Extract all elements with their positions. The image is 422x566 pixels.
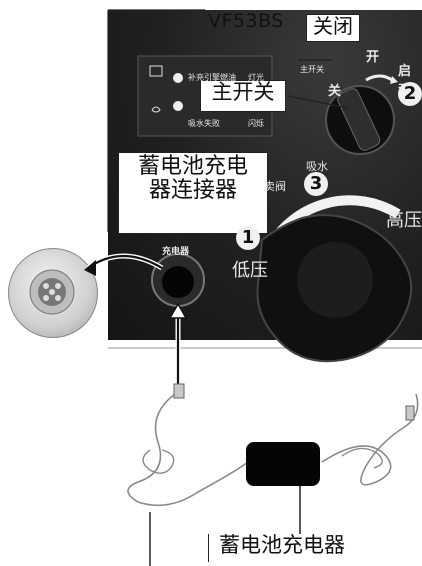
high-pressure-label: 高压 (386, 210, 422, 231)
indicator-light-1 (173, 73, 183, 83)
arrow-icon (365, 74, 393, 82)
cable-plug-right (405, 405, 415, 421)
model-label: VF53BS (208, 10, 284, 32)
charger-port-label: 充电器 (162, 247, 190, 257)
callout-main-switch: 主开关 (200, 80, 286, 112)
cable-plug-left (173, 383, 185, 399)
callout-charger-connector-line2: 器连接器 (148, 178, 237, 204)
callout-charger-connector-line1: 蓄电池充电 (137, 154, 248, 179)
indicator-row1-right-label: 灯光 (248, 73, 264, 82)
suction-label: 吸水 (306, 160, 328, 173)
charger-cable-right (321, 393, 419, 486)
callout-charger-connector: 蓄电池充电 器连接器 (118, 152, 268, 234)
charger-cable-left (127, 391, 249, 507)
callout-battery-charger: 蓄电池充电器 (208, 533, 399, 562)
indicator-light-2 (173, 101, 183, 111)
water-icon (151, 106, 161, 113)
valve-label: 卖阀 (264, 180, 286, 193)
callout-close: 关闭 (306, 14, 360, 42)
battery-charger-body (246, 442, 320, 486)
switch-off-label: 关 (328, 84, 342, 99)
switch-small-label: 主开关 (300, 65, 324, 74)
fuel-icon (149, 65, 163, 77)
indicator-row2-label: 吸水失败 (188, 119, 220, 128)
pressure-knob-center (297, 242, 373, 318)
step-two-circle: 2 (398, 82, 422, 106)
switch-on-label: 开 (366, 50, 380, 65)
charger-port (162, 266, 194, 298)
low-pressure-label: 低压 (232, 260, 268, 281)
indicator-row1-label: 补充引擎燃油 (188, 73, 236, 82)
main-switch-handle (337, 88, 381, 151)
step-one-circle: 1 (236, 226, 260, 250)
indicator-row2-right-label: 闪烁 (248, 119, 264, 128)
step-three-circle: 3 (304, 172, 328, 196)
